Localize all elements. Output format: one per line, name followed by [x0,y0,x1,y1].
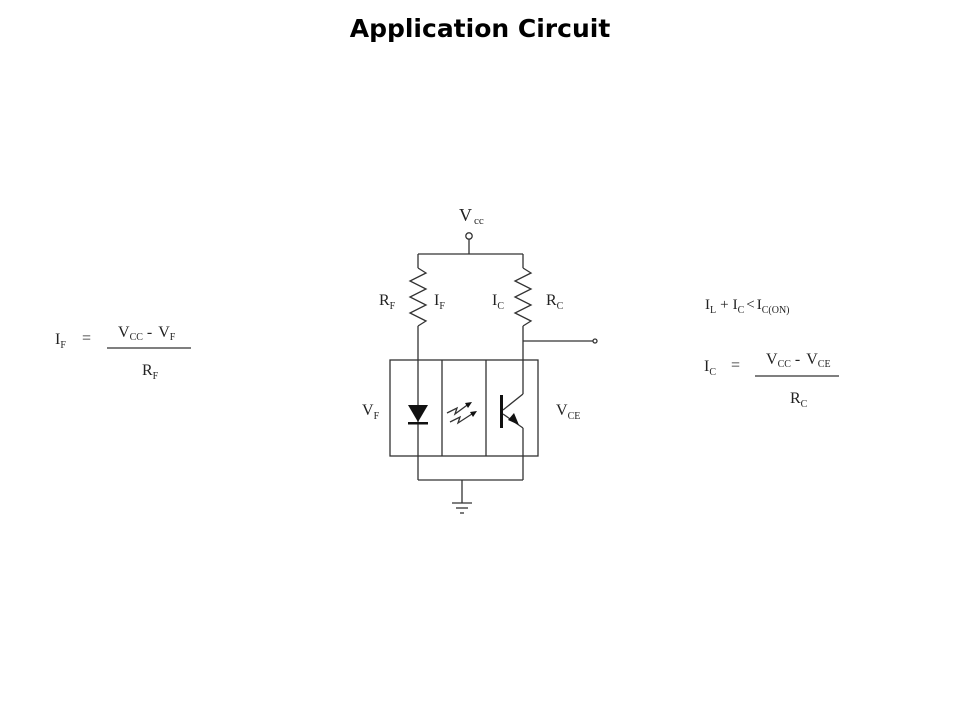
led-diode-icon [408,405,428,422]
vce-label: VCE [556,402,580,422]
led-cathode [408,422,428,425]
rf-label: RF [379,292,396,312]
svg-text:=: = [82,330,91,347]
arrowhead [470,411,477,417]
emitter-arrow-icon [508,413,519,425]
optocoupler-package [389,359,539,457]
svg-text:RF: RF [142,362,159,382]
resistor-rc [513,267,533,327]
vcc-terminal [465,232,473,240]
svg-text:IC: IC [704,358,716,378]
equation-condition: IL+IC<IC(ON) [705,297,790,316]
svg-text:RC: RC [790,390,808,410]
resistor-rf [408,267,428,327]
vf-label: VF [362,402,380,422]
rc-label: RC [546,292,564,312]
svg-text:IF: IF [55,331,66,351]
light-arrow-icon [446,402,471,416]
light-arrow-icon [449,411,476,425]
svg-text:VCC-VF: VCC-VF [118,324,176,343]
svg-text:=: = [731,357,740,374]
if-label: IF [434,292,445,312]
output-terminal [592,338,598,344]
ic-label: IC [492,292,504,312]
arrowhead [465,402,472,408]
transistor-base [500,395,503,428]
transistor-collector [502,393,524,411]
page-title: Application Circuit [349,14,611,43]
equation-if: IF = VCC-VF RF [55,324,191,382]
equation-ic: IC = VCC-VCE RC [704,351,839,410]
svg-text:VCC-VCE: VCC-VCE [766,351,831,370]
